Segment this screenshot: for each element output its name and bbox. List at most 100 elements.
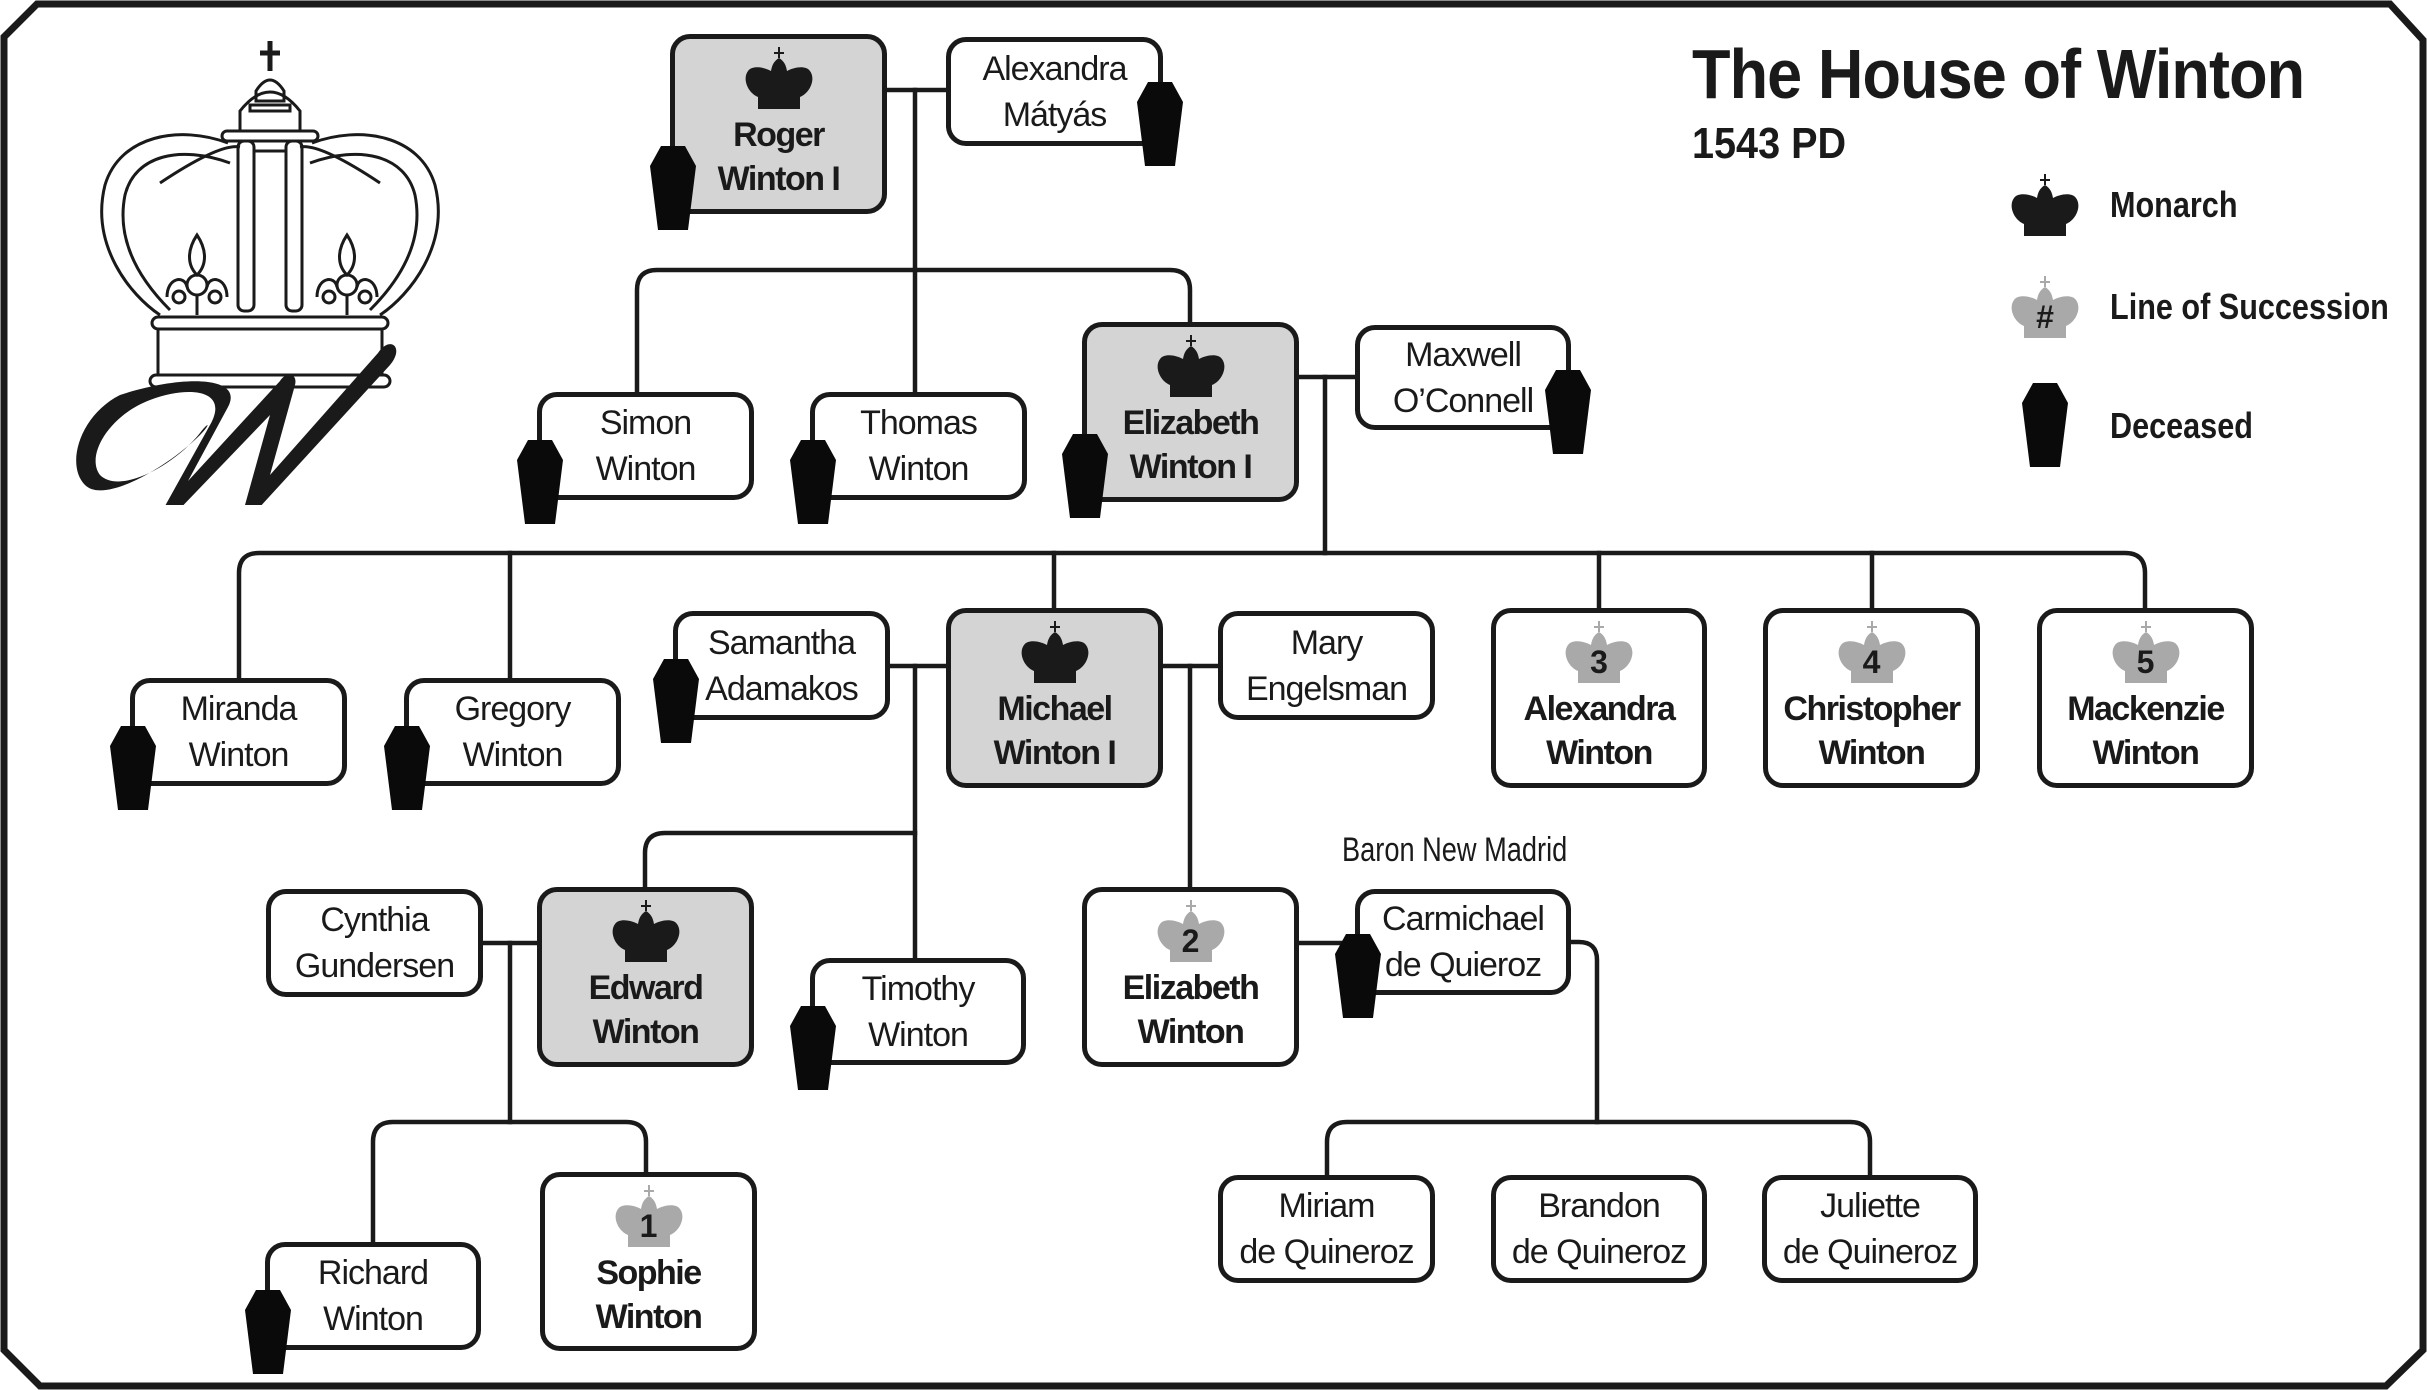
person-first-name: Miranda	[180, 690, 298, 728]
person-first-name: Mary	[1290, 623, 1364, 662]
coffin-icon	[790, 1006, 836, 1090]
coffin-icon	[245, 1290, 291, 1374]
person-first-name: Samantha	[708, 623, 856, 662]
legend-item-monarch: Monarch	[2008, 162, 2260, 248]
person-last-name: Winton I	[717, 160, 841, 198]
person-node-carmichael[interactable]: Carmichael de Quieroz	[1355, 889, 1571, 995]
legend-item-deceased: Deceased	[2008, 383, 2278, 469]
person-last-name: Winton	[595, 1298, 703, 1336]
carmichael-title: Baron New Madrid	[1342, 831, 1568, 869]
succession-number: 3	[1590, 644, 1608, 680]
coffin-icon	[1545, 370, 1591, 454]
person-first-name: Maxwell	[1405, 335, 1522, 374]
coffin-icon	[2008, 383, 2082, 469]
gray-crown-icon: 2	[1154, 898, 1228, 964]
person-first-name: Edward	[588, 969, 704, 1007]
person-last-name: Winton	[188, 736, 290, 774]
person-last-name: Winton	[323, 1300, 424, 1338]
person-first-name: Michael	[997, 690, 1113, 728]
person-node-brandon[interactable]: Brandon de Quineroz	[1491, 1175, 1707, 1283]
person-first-name: Timothy	[861, 969, 976, 1008]
legend-succession-label: Line of Succession	[2110, 286, 2389, 327]
legend-item-succession: # Line of Succession	[2008, 264, 2427, 350]
person-last-name: Winton I	[993, 734, 1117, 772]
crown-icon	[1018, 619, 1092, 685]
descent-line	[1568, 939, 1600, 1125]
coffin-icon	[650, 146, 696, 230]
person-last-name: Winton	[2092, 734, 2200, 772]
coffin-icon	[110, 726, 156, 810]
person-last-name: Mátyás	[1002, 95, 1108, 134]
person-last-name: Winton	[868, 1015, 969, 1054]
coffin-icon	[517, 440, 563, 524]
crown-icon	[2008, 172, 2082, 238]
person-last-name: Winton	[1546, 734, 1653, 772]
person-last-name: Winton	[592, 1013, 700, 1051]
coffin-icon	[1335, 934, 1381, 1018]
coffin-icon	[384, 726, 430, 810]
person-last-name: de Quieroz	[1384, 946, 1542, 984]
person-first-name: Carmichael	[1382, 900, 1545, 938]
person-last-name: de Quineroz	[1239, 1233, 1414, 1271]
person-last-name: de Quineroz	[1511, 1233, 1687, 1271]
succession-number: 1	[639, 1208, 658, 1244]
person-first-name: Thomas	[860, 404, 978, 442]
person-last-name: Winton	[595, 450, 697, 488]
sibling-bar	[1324, 1119, 1873, 1178]
person-first-name: Alexandra	[1523, 690, 1676, 728]
person-node-miriam[interactable]: Miriam de Quineroz	[1218, 1175, 1435, 1283]
coffin-icon	[1062, 434, 1108, 518]
person-first-name: Roger	[733, 116, 825, 154]
gray-crown-icon: 5	[2109, 619, 2183, 685]
gray-crown-icon: 1	[612, 1183, 686, 1249]
legend-deceased-label: Deceased	[2110, 405, 2253, 446]
person-first-name: Elizabeth	[1122, 404, 1260, 442]
person-last-name: Winton	[868, 450, 970, 488]
crown-monogram-logo	[76, 41, 440, 505]
succession-number: 4	[1862, 644, 1881, 680]
person-first-name: Brandon	[1538, 1187, 1661, 1225]
page-subtitle: 1543 PD	[1692, 119, 1847, 168]
person-last-name: O’Connell	[1392, 381, 1534, 420]
gray-crown-icon: 3	[1562, 619, 1636, 685]
succession-number: 2	[1181, 923, 1200, 959]
person-last-name: Gundersen	[294, 947, 455, 985]
person-first-name: Miriam	[1278, 1187, 1376, 1225]
person-first-name: Alexandra	[982, 49, 1127, 88]
crown-icon	[1154, 333, 1228, 399]
gray-crown-icon: 4	[1835, 619, 1909, 685]
person-last-name: Winton	[1137, 1013, 1245, 1051]
coffin-icon	[653, 659, 699, 743]
person-first-name: Simon	[599, 404, 692, 442]
person-first-name: Gregory	[454, 690, 572, 728]
person-last-name: Winton	[462, 736, 564, 774]
legend-monarch-label: Monarch	[2110, 184, 2238, 225]
person-first-name: Christopher	[1783, 690, 1961, 728]
person-last-name: Winton	[1818, 734, 1926, 772]
person-first-name: Elizabeth	[1122, 969, 1260, 1007]
sibling-bar	[370, 1119, 649, 1245]
coffin-icon	[1137, 82, 1183, 166]
person-first-name: Richard	[317, 1254, 429, 1292]
